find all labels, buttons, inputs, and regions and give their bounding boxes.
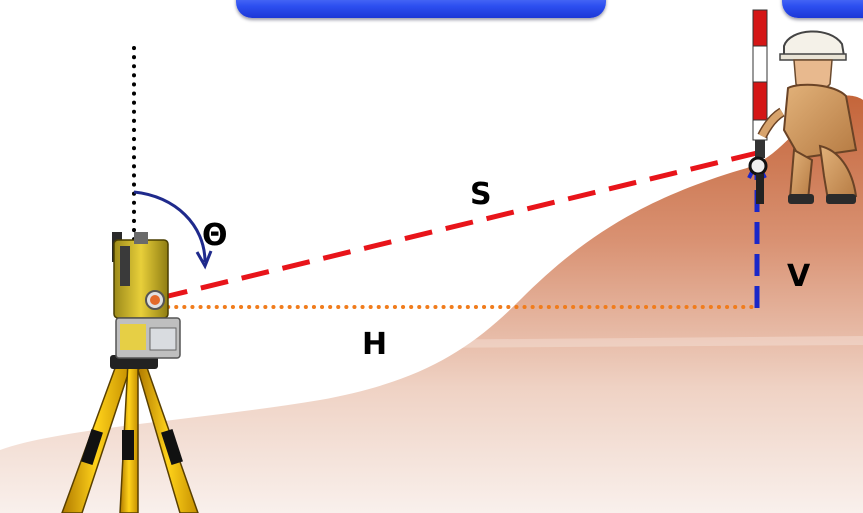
horizontal-distance-label: H xyxy=(362,327,388,362)
hill-strata xyxy=(400,336,863,348)
angle-arc-arrow xyxy=(195,250,213,270)
slope-distance-label: S xyxy=(470,177,492,212)
hill-terrain xyxy=(0,95,863,513)
total-station xyxy=(112,232,181,359)
angle-arc xyxy=(133,190,207,263)
zenith-angle-label: Θ xyxy=(202,218,228,253)
tripod xyxy=(61,355,199,513)
header-tab-left xyxy=(236,0,606,18)
slope-distance-line xyxy=(159,150,758,301)
header-tab-right xyxy=(782,0,863,18)
surveyor-worker xyxy=(757,30,858,204)
vertical-distance-label: V xyxy=(787,259,811,294)
